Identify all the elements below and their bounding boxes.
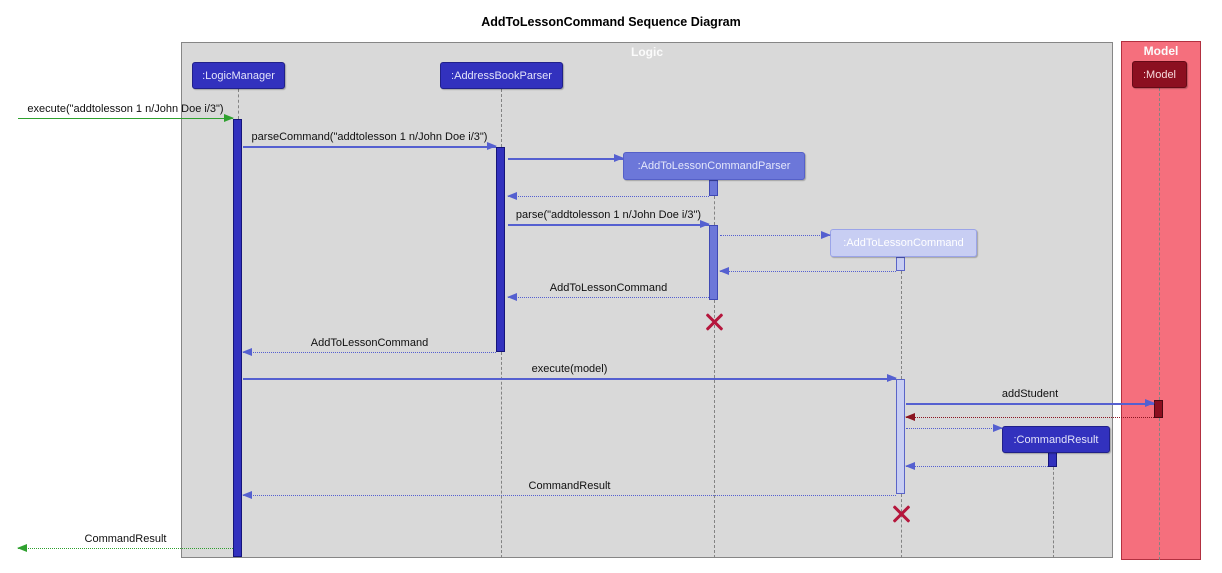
- message-return-addtolessoncommand-to-logicmanager-label: AddToLessonCommand: [310, 337, 429, 349]
- participant-addtolessoncommandparser-label: :AddToLessonCommandParser: [637, 160, 791, 172]
- activation-addtolessoncommand: [896, 379, 905, 494]
- arrowhead-left-icon: [507, 192, 517, 200]
- model-frame: Model: [1121, 41, 1201, 560]
- arrowhead-right-icon: [487, 142, 497, 150]
- arrowhead-left-icon: [905, 413, 915, 421]
- logic-frame-label: Logic: [631, 45, 663, 59]
- participant-logicmanager-label: :LogicManager: [202, 69, 275, 82]
- activation-addtolessoncommandparser-create: [709, 180, 718, 196]
- arrow-line: [243, 352, 496, 353]
- message-return-addtolessoncommand-to-parser-label: AddToLessonCommand: [549, 282, 668, 294]
- lifeline-addtolessoncommand: [901, 494, 902, 558]
- arrowhead-left-icon: [507, 293, 517, 301]
- arrow-line: [906, 428, 1002, 429]
- arrow-line: [508, 224, 709, 226]
- participant-model-label: :Model: [1142, 68, 1177, 81]
- participant-commandresult: :CommandResult: [1002, 426, 1110, 453]
- arrow-line: [18, 548, 233, 549]
- arrowhead-right-icon: [821, 231, 831, 239]
- lifeline-addtolessoncommandparser: [714, 196, 715, 225]
- activation-logicmanager: [233, 119, 242, 557]
- arrow-line: [906, 403, 1154, 405]
- lifeline-commandresult: [1053, 467, 1054, 558]
- lifeline-model: [1159, 418, 1160, 560]
- arrow-line: [243, 378, 896, 380]
- destroy-x-icon: [891, 504, 911, 524]
- participant-addressbookparser: :AddressBookParser: [440, 62, 563, 89]
- arrowhead-right-icon: [614, 154, 624, 162]
- arrowhead-right-icon: [887, 374, 897, 382]
- arrow-line: [508, 297, 709, 298]
- participant-addtolessoncommand-label: :AddToLessonCommand: [843, 237, 964, 249]
- lifeline-addtolessoncommandparser: [714, 300, 715, 558]
- participant-addtolessoncommandparser: :AddToLessonCommandParser: [623, 152, 805, 180]
- arrowhead-left-icon: [17, 544, 27, 552]
- message-parse-label: parse("addtolesson 1 n/John Doe i/3"): [515, 209, 702, 221]
- message-return-commandresult-external-label: CommandResult: [84, 533, 167, 545]
- activation-addressbookparser: [496, 147, 505, 352]
- arrowhead-right-icon: [1145, 399, 1155, 407]
- arrowhead-right-icon: [993, 424, 1003, 432]
- lifeline-addtolessoncommand: [901, 271, 902, 379]
- logic-frame: Logic: [181, 42, 1113, 558]
- participant-model: :Model: [1132, 61, 1187, 88]
- arrowhead-left-icon: [242, 348, 252, 356]
- arrow-line: [243, 146, 496, 148]
- arrowhead-left-icon: [242, 491, 252, 499]
- activation-addtolessoncommandparser: [709, 225, 718, 300]
- arrow-line: [18, 118, 233, 119]
- message-addstudent-label: addStudent: [1001, 388, 1059, 400]
- message-return-commandresult-to-logicmanager-label: CommandResult: [528, 480, 611, 492]
- model-frame-label: Model: [1143, 44, 1179, 58]
- activation-model: [1154, 400, 1163, 418]
- arrow-line: [906, 417, 1154, 418]
- arrow-line: [508, 196, 709, 197]
- participant-addtolessoncommand: :AddToLessonCommand: [830, 229, 977, 257]
- diagram-title: AddToLessonCommand Sequence Diagram: [481, 15, 741, 29]
- arrow-line: [243, 495, 896, 496]
- message-execute-model-label: execute(model): [531, 363, 608, 375]
- destroy-x-icon: [704, 312, 724, 332]
- participant-addressbookparser-label: :AddressBookParser: [451, 69, 552, 82]
- arrow-line: [720, 235, 830, 236]
- lifeline-model: [1159, 88, 1160, 400]
- lifeline-addressbookparser: [501, 89, 502, 147]
- arrow-line: [906, 466, 1048, 467]
- arrowhead-left-icon: [719, 267, 729, 275]
- arrow-line: [508, 158, 623, 160]
- message-execute-external-label: execute("addtolesson 1 n/John Doe i/3"): [27, 103, 224, 115]
- activation-commandresult: [1048, 452, 1057, 467]
- arrowhead-right-icon: [700, 220, 710, 228]
- lifeline-addressbookparser: [501, 352, 502, 558]
- participant-commandresult-label: :CommandResult: [1013, 433, 1099, 446]
- participant-logicmanager: :LogicManager: [192, 62, 285, 89]
- arrowhead-right-icon: [224, 114, 234, 122]
- activation-addtolessoncommand-create: [896, 257, 905, 271]
- arrow-line: [720, 271, 896, 272]
- message-parsecommand-label: parseCommand("addtolesson 1 n/John Doe i…: [251, 131, 488, 143]
- arrowhead-left-icon: [905, 462, 915, 470]
- lifeline-logicmanager: [238, 89, 239, 119]
